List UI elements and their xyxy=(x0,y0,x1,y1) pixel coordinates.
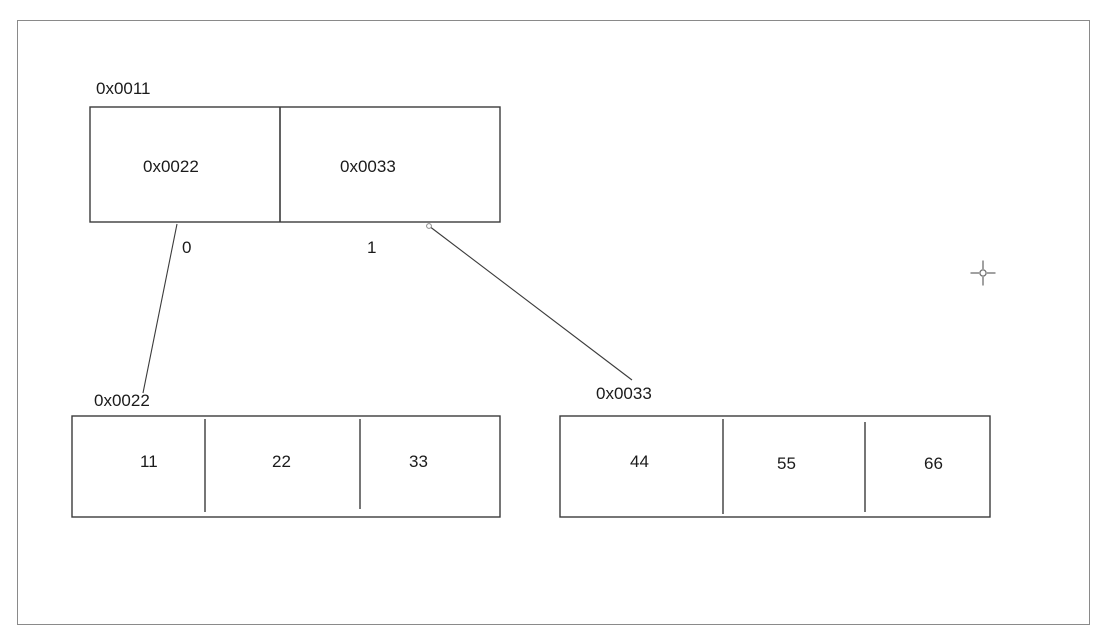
data-array-address-label-1: 0x0033 xyxy=(596,384,652,403)
pointer-array-address-label: 0x0011 xyxy=(96,79,151,98)
pointer-cell-value-1[interactable]: 0x0033 xyxy=(340,157,396,176)
data-array-address-label-0: 0x0022 xyxy=(94,391,150,410)
pointer-cell-index-label-0: 0 xyxy=(182,238,192,257)
data-array-1-cell-2[interactable]: 66 xyxy=(924,454,943,473)
data-array-0-cell-0[interactable]: 11 xyxy=(140,452,158,471)
data-array-1-cell-0[interactable]: 44 xyxy=(630,452,649,471)
pointer-cell-value-0[interactable]: 0x0022 xyxy=(143,157,199,176)
pointer-cell-index-label-1: 1 xyxy=(367,238,377,257)
data-array-0-cell-2[interactable]: 33 xyxy=(409,452,428,471)
data-array-1-cell-1[interactable]: 55 xyxy=(777,454,796,473)
page-frame xyxy=(17,20,1090,625)
data-array-0-cell-1[interactable]: 22 xyxy=(272,452,291,471)
